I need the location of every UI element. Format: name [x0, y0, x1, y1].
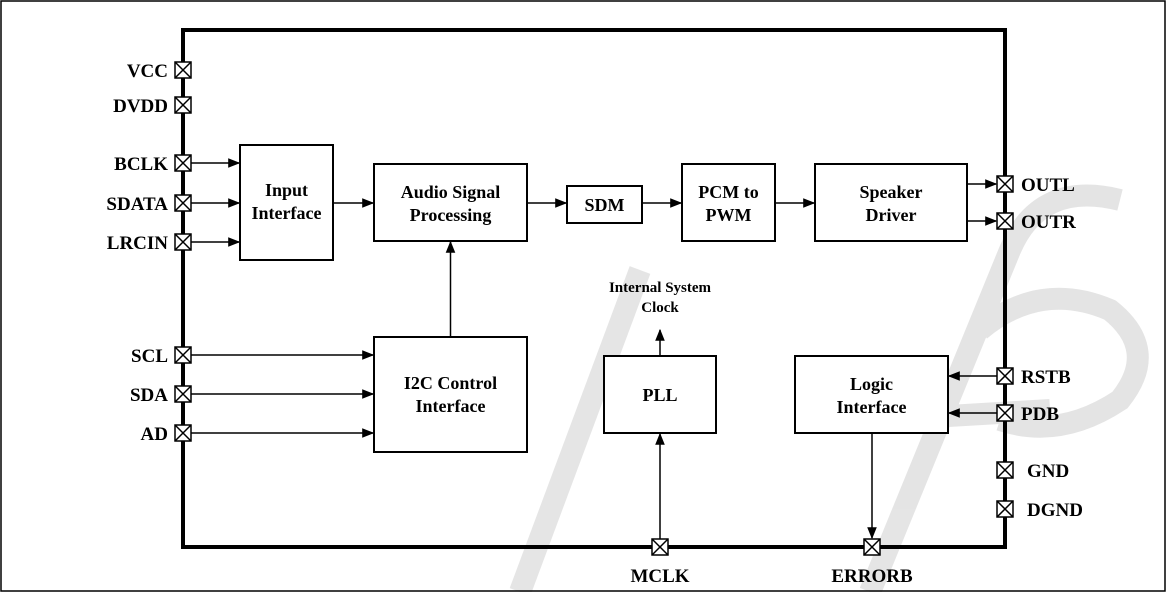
- block-audio-signal-processing: Audio Signal Processing: [373, 163, 528, 242]
- svg-text:SDM: SDM: [585, 195, 625, 215]
- pin-sdata: SDATA: [106, 194, 192, 215]
- block-logic-interface: Logic Interface: [794, 355, 949, 434]
- svg-text:PWM: PWM: [706, 205, 752, 225]
- svg-text:Audio Signal: Audio Signal: [401, 182, 501, 202]
- svg-text:I2C Control: I2C Control: [404, 373, 497, 393]
- pin-label-mclk: MCLK: [630, 566, 689, 587]
- pin-lrcin: LRCIN: [107, 233, 192, 254]
- pin-label-errorb: ERRORB: [831, 566, 913, 587]
- pin-label-scl: SCL: [131, 346, 168, 367]
- block-input-interface: Input Interface: [239, 144, 334, 261]
- svg-text:Interface: Interface: [252, 203, 322, 223]
- pin-pdb: PDB: [996, 404, 1059, 425]
- svg-text:Speaker: Speaker: [860, 182, 923, 202]
- signal-arrows: [191, 158, 998, 540]
- pin-label-bclk: BCLK: [114, 154, 168, 175]
- pin-label-vcc: VCC: [127, 61, 168, 82]
- pin-ad: AD: [141, 424, 192, 445]
- block-pll: PLL: [603, 355, 717, 434]
- pin-gnd: GND: [996, 461, 1069, 482]
- pin-label-sda: SDA: [130, 385, 168, 406]
- pin-sda: SDA: [130, 385, 192, 406]
- pin-mclk: MCLK: [630, 538, 690, 587]
- block-i2c-control-interface: I2C Control Interface: [373, 336, 528, 453]
- pin-label-ad: AD: [141, 424, 168, 445]
- pin-label-gnd: GND: [1027, 461, 1069, 482]
- chip-outline: [181, 28, 1007, 549]
- svg-text:PCM to: PCM to: [698, 182, 758, 202]
- block-sdm: SDM: [566, 185, 643, 224]
- pin-label-dgnd: DGND: [1027, 500, 1083, 521]
- pin-errorb: ERRORB: [831, 538, 913, 587]
- pin-label-sdata: SDATA: [106, 194, 168, 215]
- pin-vcc: VCC: [127, 61, 192, 82]
- svg-text:Interface: Interface: [837, 397, 907, 417]
- pin-bclk: BCLK: [114, 154, 192, 175]
- block-speaker-driver: Speaker Driver: [814, 163, 968, 242]
- svg-text:Processing: Processing: [410, 205, 492, 225]
- pin-label-rstb: RSTB: [1021, 367, 1071, 388]
- pin-dvdd: DVDD: [113, 96, 192, 117]
- svg-text:Input: Input: [265, 180, 308, 200]
- svg-text:Driver: Driver: [866, 205, 917, 225]
- svg-text:Interface: Interface: [416, 396, 486, 416]
- pin-rstb: RSTB: [996, 367, 1071, 388]
- svg-text:Internal System: Internal System: [609, 280, 712, 296]
- pin-label-outr: OUTR: [1021, 212, 1076, 233]
- svg-text:Logic: Logic: [850, 374, 893, 394]
- internal-clock-label: Internal System Clock: [609, 280, 712, 316]
- block-pcm-to-pwm: PCM to PWM: [681, 163, 776, 242]
- pin-label-pdb: PDB: [1021, 404, 1059, 425]
- pin-outr: OUTR: [996, 212, 1076, 233]
- pin-label-outl: OUTL: [1021, 175, 1075, 196]
- pin-outl: OUTL: [996, 175, 1075, 196]
- pin-label-lrcin: LRCIN: [107, 233, 169, 254]
- svg-text:Clock: Clock: [641, 300, 679, 316]
- pin-label-dvdd: DVDD: [113, 96, 168, 117]
- pin-dgnd: DGND: [996, 500, 1083, 521]
- svg-text:PLL: PLL: [642, 385, 677, 405]
